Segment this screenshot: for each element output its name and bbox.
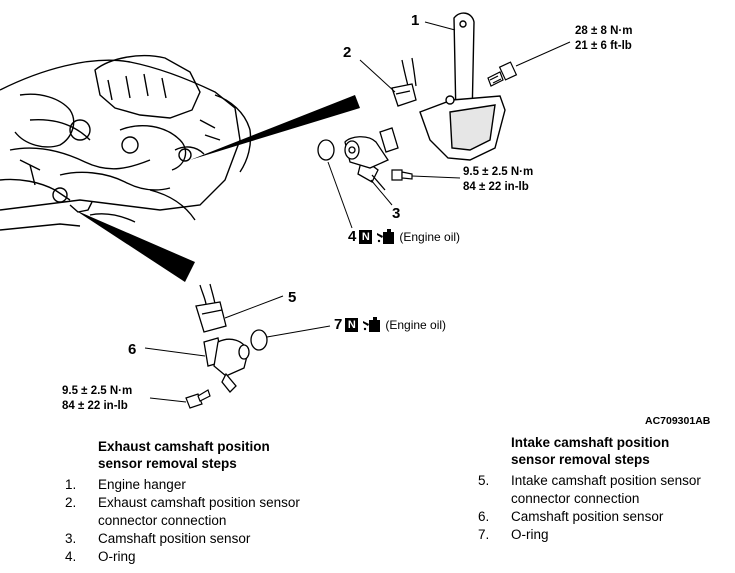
list-item: 4.O-ring: [65, 549, 136, 564]
oil-note-text: (Engine oil): [399, 229, 461, 244]
hanger-bolt: [487, 61, 518, 87]
exhaust-connector: [391, 57, 417, 107]
torque-imperial: 21 ± 6 ft-lb: [575, 40, 632, 52]
o-ring-7: [250, 329, 268, 351]
exhaust-steps-title: Exhaust camshaft position sensor removal…: [98, 439, 270, 471]
list-item: 2.Exhaust camshaft position sensor conne…: [65, 495, 300, 528]
intake-camshaft-sensor: [203, 337, 250, 393]
torque-metric: 28 ± 8 N·m: [575, 25, 633, 37]
intake-steps-list: 5.Intake camshaft position sensor connec…: [478, 472, 733, 544]
exhaust-sensor-bolt: [391, 169, 413, 181]
callout-4: 4: [348, 228, 357, 245]
callout-3: 3: [392, 205, 400, 222]
exhaust-steps-list: 1.Engine hanger 2.Exhaust camshaft posit…: [65, 476, 355, 566]
torque-imperial: 84 ± 22 in-lb: [62, 400, 128, 412]
callout-6: 6: [128, 341, 136, 358]
n-symbol-icon: N: [359, 229, 373, 244]
pointer-wedge-upper: [190, 95, 360, 160]
o-ring-4: [317, 139, 335, 161]
torque-spec-intake-sensor-bolt: 9.5 ± 2.5 N·m 84 ± 22 in-lb: [62, 384, 132, 414]
callout-5: 5: [288, 289, 296, 306]
callout-7: 7: [334, 316, 343, 333]
torque-imperial: 84 ± 22 in-lb: [463, 181, 529, 193]
intake-connector: [195, 283, 227, 333]
list-item: 6.Camshaft position sensor: [478, 509, 664, 524]
torque-spec-hanger-bolt: 28 ± 8 N·m 21 ± 6 ft-lb: [575, 24, 632, 54]
n-symbol-icon: N: [345, 317, 359, 332]
oil-can-icon: [377, 228, 395, 244]
list-item: 5.Intake camshaft position sensor connec…: [478, 473, 701, 506]
callout-2: 2: [343, 44, 351, 61]
engine-hanger: [419, 12, 506, 161]
exhaust-camshaft-sensor: [344, 127, 399, 191]
figure-id: AC709301AB: [645, 415, 711, 427]
list-item: 3.Camshaft position sensor: [65, 531, 251, 546]
intake-steps-title: Intake camshaft position sensor removal …: [511, 435, 670, 467]
intake-sensor-bolt: [185, 389, 211, 409]
list-item: 7.O-ring: [478, 527, 549, 542]
oil-note-7: 7 N (Engine oil): [334, 316, 446, 333]
torque-metric: 9.5 ± 2.5 N·m: [463, 166, 534, 178]
exhaust-removal-steps: Exhaust camshaft position sensor removal…: [65, 438, 355, 566]
oil-note-text: (Engine oil): [385, 317, 447, 332]
pointer-wedge-lower: [75, 210, 195, 282]
engine-illustration: [0, 55, 252, 231]
intake-removal-steps: Intake camshaft position sensor removal …: [478, 434, 733, 544]
oil-note-4: 4 N (Engine oil): [348, 228, 460, 245]
torque-metric: 9.5 ± 2.5 N·m: [62, 385, 133, 397]
torque-spec-exhaust-sensor-bolt: 9.5 ± 2.5 N·m 84 ± 22 in-lb: [463, 165, 533, 195]
camshaft-sensor-diagram: 1 2 3 5 6: [0, 12, 571, 409]
callout-1: 1: [411, 12, 419, 29]
list-item: 1.Engine hanger: [65, 477, 186, 492]
oil-can-icon: [363, 316, 381, 332]
